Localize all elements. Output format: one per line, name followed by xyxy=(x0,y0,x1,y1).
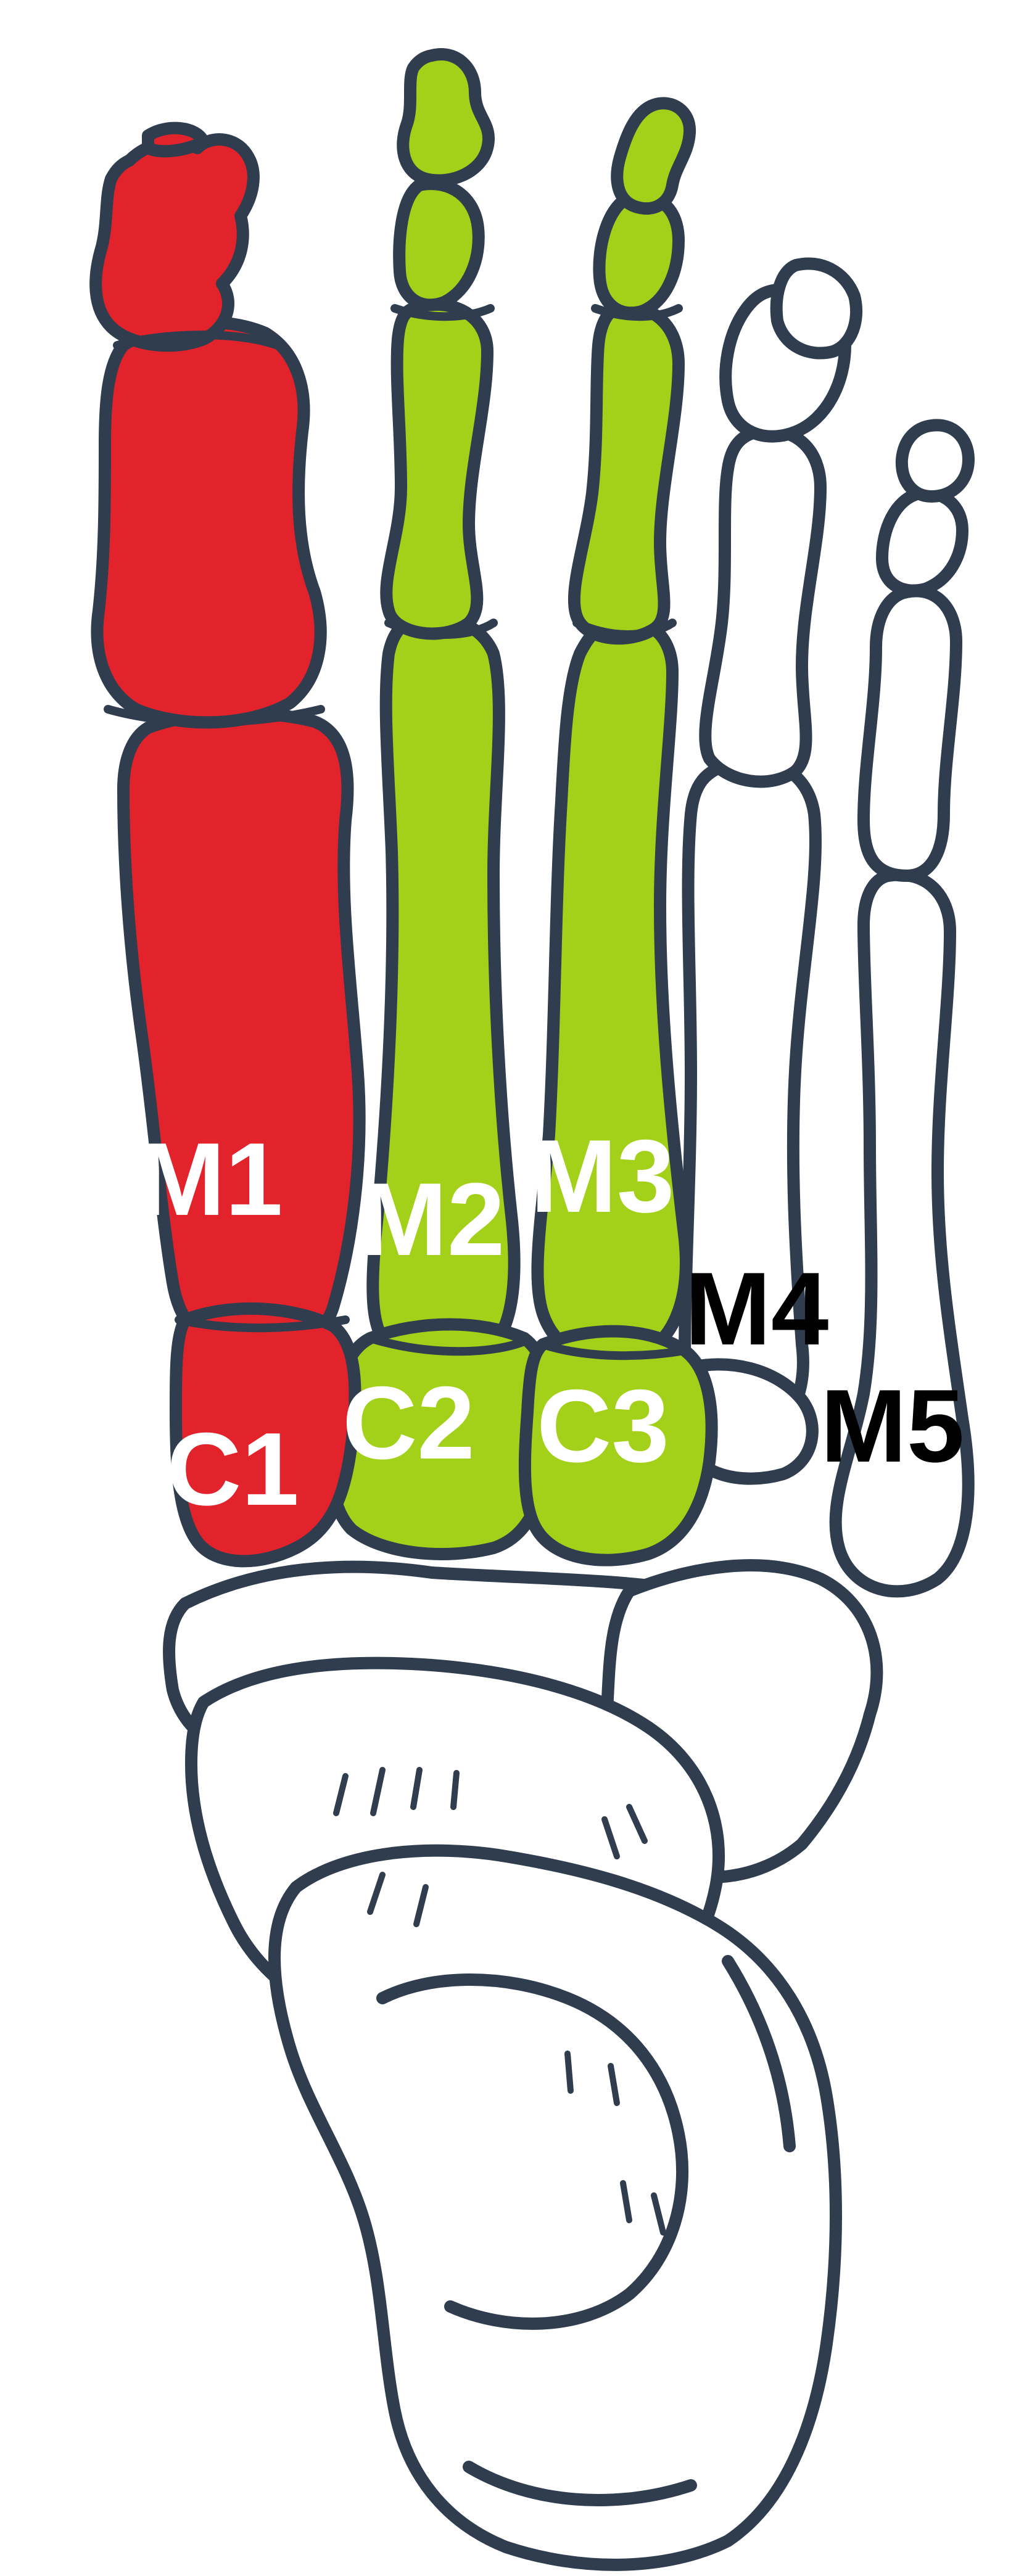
calcaneus-bone xyxy=(275,1851,836,2565)
label-c2: C2 xyxy=(342,1365,475,1481)
metatarsal-3 xyxy=(537,621,685,1361)
middle-phalanx-5 xyxy=(882,493,962,590)
label-m3: M3 xyxy=(531,1118,674,1234)
proximal-phalanx-1 xyxy=(97,323,321,723)
hindfoot-bones xyxy=(169,1565,877,2565)
distal-phalanx-3 xyxy=(617,103,690,208)
distal-phalanx-2 xyxy=(403,54,489,180)
distal-phalanx-4 xyxy=(777,263,856,353)
metatarsal-5 xyxy=(836,874,968,1591)
label-m1: M1 xyxy=(139,1121,283,1237)
label-c3: C3 xyxy=(537,1368,669,1484)
label-c1: C1 xyxy=(167,1411,299,1527)
proximal-phalanx-2 xyxy=(386,305,487,634)
proximal-phalanx-4 xyxy=(705,430,820,781)
distal-phalanx-5 xyxy=(902,425,968,496)
proximal-phalanx-3 xyxy=(574,307,679,638)
label-m4: M4 xyxy=(685,1251,828,1367)
great-toe-tip xyxy=(148,128,204,152)
label-m2: M2 xyxy=(361,1161,505,1277)
label-m5: M5 xyxy=(820,1368,964,1484)
metatarsal-1 xyxy=(123,713,360,1352)
proximal-phalanx-5 xyxy=(864,591,956,876)
distal-phalanx-1 xyxy=(96,139,254,345)
middle-phalanx-2 xyxy=(399,184,479,305)
